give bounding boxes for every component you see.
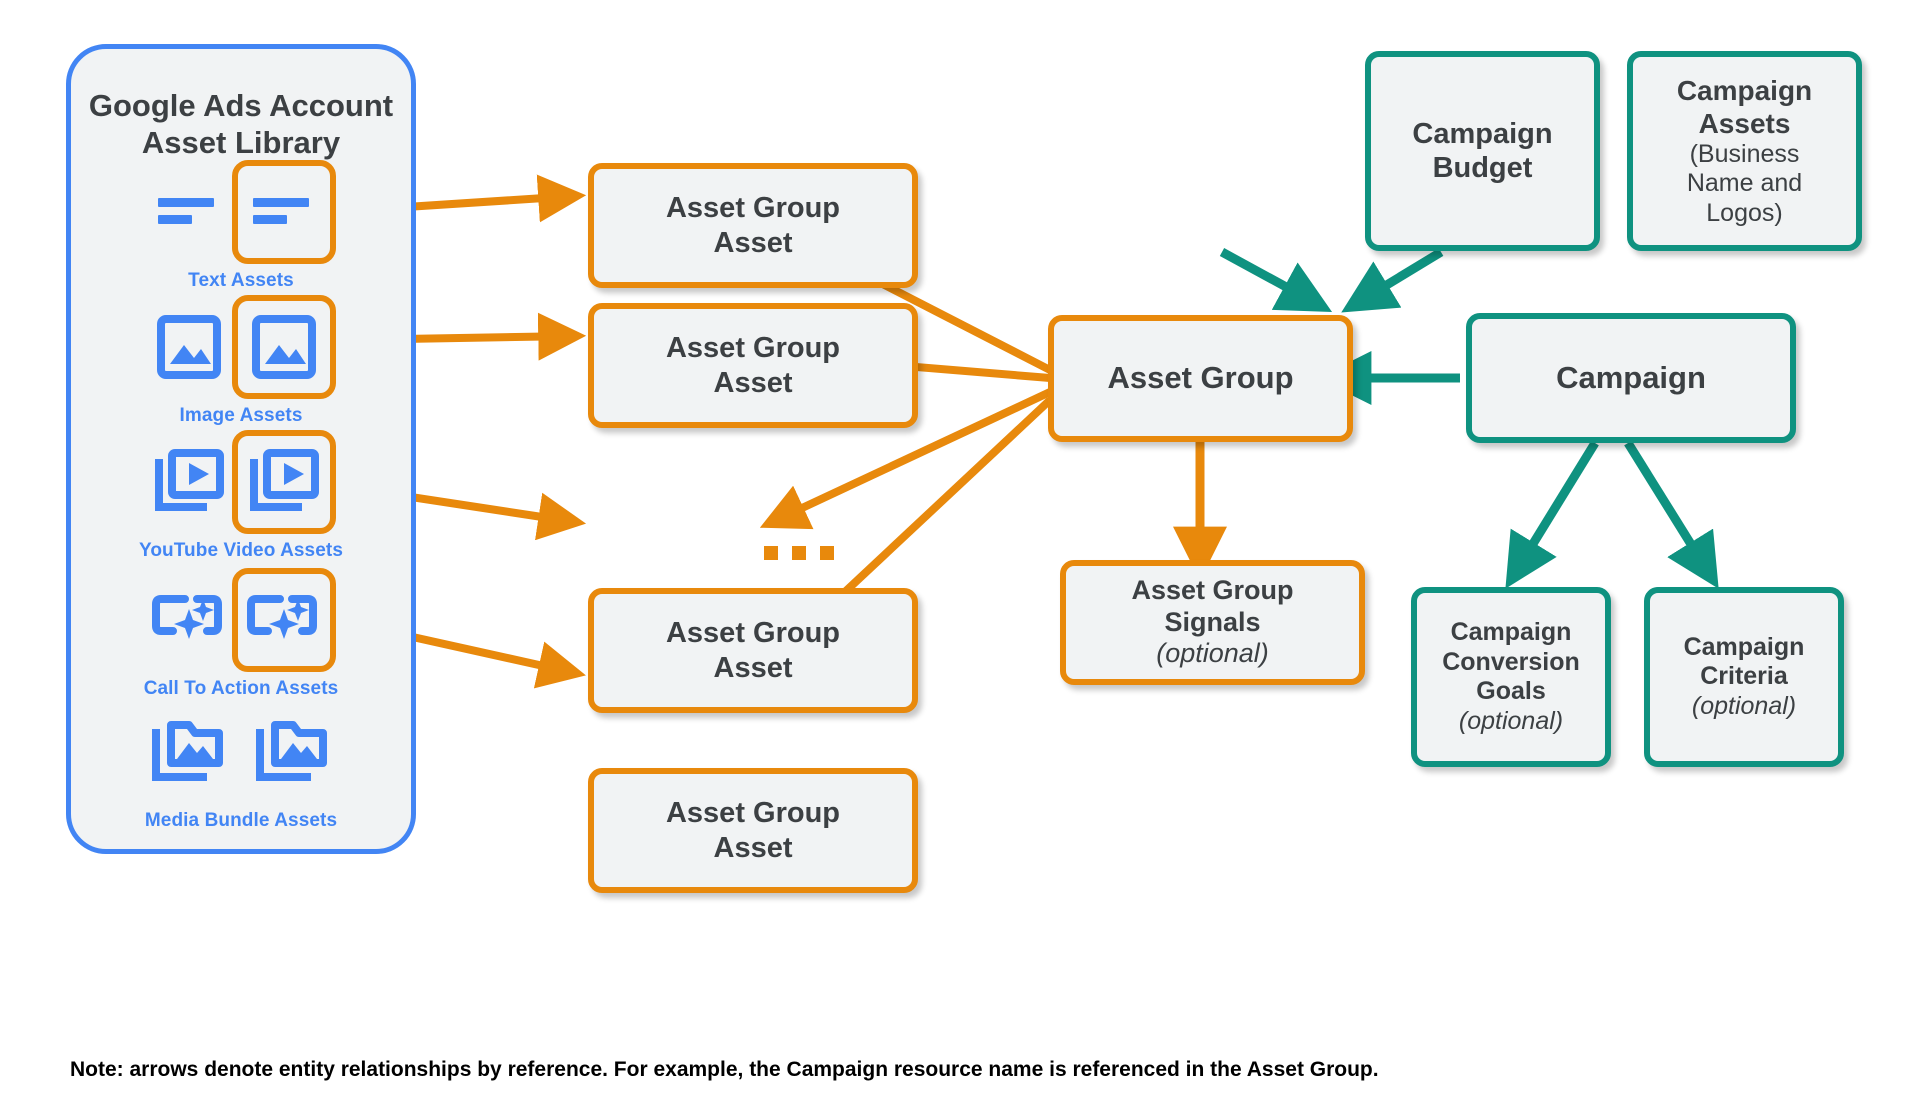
call-to-action-asset-icon-glyph <box>247 595 317 639</box>
youtube-video-asset-icon-selected[interactable] <box>232 430 336 534</box>
asset-group-asset-box-3[interactable]: Asset Group Asset <box>588 588 918 713</box>
media-bundle-asset-icon <box>146 709 232 795</box>
asset-group-asset-line1: Asset Group <box>665 797 841 830</box>
asset-group-signals-box[interactable]: Asset Group Signals (optional) <box>1060 560 1365 685</box>
image-asset-icon <box>146 304 232 390</box>
call-to-action-asset-icon-selected[interactable] <box>232 568 336 672</box>
youtube-video-asset-icon <box>146 439 232 525</box>
asset-group-asset-box-2[interactable]: Asset Group Asset <box>588 303 918 428</box>
asset-group-asset-line2: Asset <box>713 651 793 684</box>
asset-group-signals-optional: (optional) <box>1156 638 1269 669</box>
campaign-assets-line1: Campaign <box>1676 74 1813 106</box>
text-asset-icon-glyph <box>253 198 309 224</box>
campaign-criteria-box[interactable]: Campaign Criteria (optional) <box>1644 587 1844 767</box>
image-asset-icons <box>146 295 336 399</box>
text-asset-icon <box>146 169 232 255</box>
campaign-assets-sub1: (Business <box>1689 139 1800 168</box>
asset-row-cta[interactable]: Call To Action Assets <box>66 568 416 700</box>
asset-library-title: Google Ads Account Asset Library <box>66 88 416 161</box>
asset-group-asset-line1: Asset Group <box>665 192 841 225</box>
ellipsis-dot-3 <box>820 546 834 560</box>
call-to-action-asset-icon-glyph <box>152 595 222 639</box>
library-title-line2: Asset Library <box>141 124 341 160</box>
asset-group-label: Asset Group <box>1107 360 1294 396</box>
campaign-budget-box[interactable]: Campaign Budget <box>1365 51 1600 251</box>
criteria-optional: (optional) <box>1691 691 1797 720</box>
asset-group-asset-box-4[interactable]: Asset Group Asset <box>588 768 918 893</box>
asset-row-label: Image Assets <box>179 405 303 426</box>
asset-group-asset-box-1[interactable]: Asset Group Asset <box>588 163 918 288</box>
campaign-label: Campaign <box>1556 359 1706 395</box>
asset-group-signals-line1: Asset Group <box>1131 574 1294 605</box>
campaign-inbound-arrows <box>1219 248 1444 313</box>
campaign-assets-box[interactable]: Campaign Assets (Business Name and Logos… <box>1627 51 1862 251</box>
asset-row-label: Text Assets <box>188 270 294 291</box>
media-bundle-asset-icon-glyph <box>256 721 327 781</box>
youtube-video-asset-icons <box>146 430 336 534</box>
call-to-action-asset-icon <box>146 577 232 663</box>
asset-group-box[interactable]: Asset Group <box>1048 315 1353 442</box>
asset-row-label: Call To Action Assets <box>143 678 339 699</box>
ellipsis-dot-1 <box>764 546 778 560</box>
campaign-budget-line1: Campaign <box>1412 117 1553 150</box>
campaign-budget-line2: Budget <box>1432 152 1533 184</box>
asset-group-signals-line2: Signals <box>1164 606 1261 637</box>
youtube-video-asset-icon-glyph <box>155 449 224 511</box>
asset-row-image[interactable]: Image Assets <box>66 295 416 427</box>
campaign-to-optional-arrows <box>1505 440 1719 589</box>
asset-row-label: YouTube Video Assets <box>138 540 343 561</box>
asset-group-asset-line1: Asset Group <box>665 617 841 650</box>
call-to-action-asset-icons <box>146 568 336 672</box>
media-bundle-asset-icon-2 <box>250 709 336 795</box>
text-asset-icon-selected[interactable] <box>232 160 336 264</box>
criteria-line2: Criteria <box>1700 662 1788 691</box>
campaign-assets-line2: Assets <box>1698 107 1791 139</box>
ccg-line1: Campaign <box>1450 618 1572 646</box>
asset-group-asset-line2: Asset <box>713 366 793 399</box>
campaign-assets-sub3: Logos) <box>1706 198 1783 227</box>
asset-row-label: Media Bundle Assets <box>144 810 338 831</box>
campaign-assets-sub2: Name and <box>1686 169 1803 198</box>
text-asset-icon-glyph <box>158 198 214 224</box>
criteria-line1: Campaign <box>1683 632 1805 661</box>
image-asset-icon-selected[interactable] <box>232 295 336 399</box>
asset-group-asset-line2: Asset <box>713 831 793 864</box>
campaign-conversion-goals-box[interactable]: Campaign Conversion Goals (optional) <box>1411 587 1611 767</box>
asset-row-text[interactable]: Text Assets <box>66 160 416 292</box>
youtube-video-asset-icon-glyph <box>250 449 319 511</box>
campaign-box[interactable]: Campaign <box>1466 313 1796 443</box>
asset-row-youtube[interactable]: YouTube Video Assets <box>66 430 416 562</box>
media-bundle-asset-icons <box>146 700 336 804</box>
library-title-line1: Google Ads Account <box>88 88 394 123</box>
text-asset-icons <box>146 160 336 264</box>
ccg-optional: (optional) <box>1458 706 1564 735</box>
asset-group-asset-line1: Asset Group <box>665 332 841 365</box>
image-asset-icon-glyph <box>157 315 221 379</box>
asset-group-asset-line2: Asset <box>713 226 793 259</box>
diagram-footnote: Note: arrows denote entity relationships… <box>70 1058 1379 1081</box>
asset-group-asset-ellipsis <box>764 524 848 568</box>
asset-library-panel <box>66 44 416 854</box>
ccg-line2: Conversion <box>1442 647 1580 676</box>
ellipsis-dot-2 <box>792 546 806 560</box>
image-asset-icon-glyph <box>252 315 316 379</box>
media-bundle-asset-icon-glyph <box>152 721 223 781</box>
ccg-line3: Goals <box>1476 677 1546 705</box>
asset-row-media-bundle[interactable]: Media Bundle Assets <box>66 700 416 832</box>
